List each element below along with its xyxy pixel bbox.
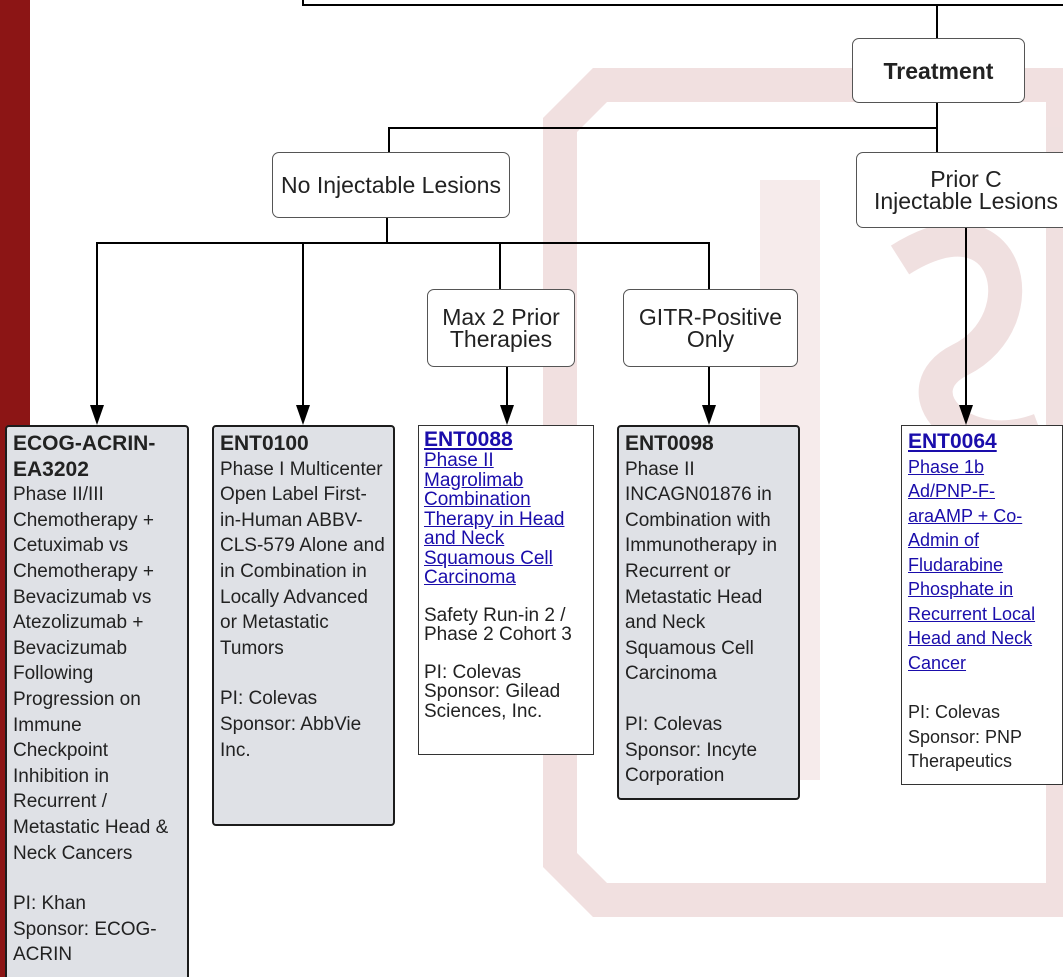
max-2-prior-therapies-node: Max 2 Prior Therapies — [427, 289, 575, 367]
trial-card-ecog-acrin-ea3202: ECOG-ACRIN-EA3202 Phase II/III Chemother… — [5, 425, 189, 977]
trial-sponsor: Sponsor: AbbVie Inc. — [220, 713, 362, 761]
gitr-positive-line2: Only — [686, 326, 735, 352]
prior-injectable-line2: Injectable Lesions — [873, 188, 1059, 214]
prior-injectable-lesions-node: Prior C Injectable Lesions — [856, 152, 1063, 228]
trial-title: Phase II INCAGN01876 in Combination with… — [625, 458, 778, 685]
gitr-positive-line1: GITR-Positive — [638, 304, 783, 330]
trial-pi: PI: Colevas — [424, 661, 522, 683]
prior-injectable-line1: Prior C — [930, 166, 1002, 192]
no-injectable-lesions-node: No Injectable Lesions — [272, 152, 510, 218]
trial-id: ECOG-ACRIN-EA3202 — [13, 432, 156, 481]
trial-id-link[interactable]: ENT0088 — [424, 428, 513, 451]
trial-title: Phase I Multicenter Open Label First-in-… — [220, 458, 385, 659]
trial-id-link[interactable]: ENT0064 — [908, 430, 997, 453]
trial-pi: PI: Colevas — [625, 713, 723, 735]
trial-sponsor: Sponsor: Gilead Sciences, Inc. — [424, 681, 561, 722]
trial-card-ent0100: ENT0100 Phase I Multicenter Open Label F… — [212, 425, 395, 826]
trial-title-link[interactable]: Phase 1b Ad/PNP-F-araAMP + Co-Admin of F… — [908, 456, 1036, 673]
trial-id: ENT0100 — [220, 432, 309, 455]
trial-sponsor: Sponsor: PNP Therapeutics — [908, 726, 1022, 772]
treatment-label: Treatment — [883, 57, 994, 84]
treatment-node: Treatment — [852, 38, 1025, 103]
trial-pi: PI: Colevas — [908, 702, 1001, 722]
max-2-prior-line2: Therapies — [449, 326, 553, 352]
trial-note: Safety Run-in 2 / Phase 2 Cohort 3 — [424, 604, 572, 645]
trial-card-ent0088: ENT0088 Phase II Magrolimab Combination … — [418, 425, 594, 755]
gitr-positive-node: GITR-Positive Only — [623, 289, 798, 367]
no-injectable-lesions-label: No Injectable Lesions — [281, 172, 501, 198]
trial-id: ENT0098 — [625, 432, 714, 455]
max-2-prior-line1: Max 2 Prior — [442, 304, 560, 330]
trial-pi: PI: Khan — [13, 893, 86, 915]
trial-card-ent0064: ENT0064 Phase 1b Ad/PNP-F-araAMP + Co-Ad… — [901, 425, 1063, 785]
trial-title-link[interactable]: Phase II Magrolimab Combination Therapy … — [424, 450, 565, 588]
trial-pi: PI: Colevas — [220, 688, 318, 710]
trial-sponsor: Sponsor: ECOG-ACRIN — [13, 918, 157, 966]
trial-card-ent0098: ENT0098 Phase II INCAGN01876 in Combinat… — [617, 425, 800, 800]
trial-sponsor: Sponsor: Incyte Corporation — [625, 739, 758, 787]
trial-title: Phase II/III Chemotherapy + Cetuximab vs… — [13, 484, 169, 864]
